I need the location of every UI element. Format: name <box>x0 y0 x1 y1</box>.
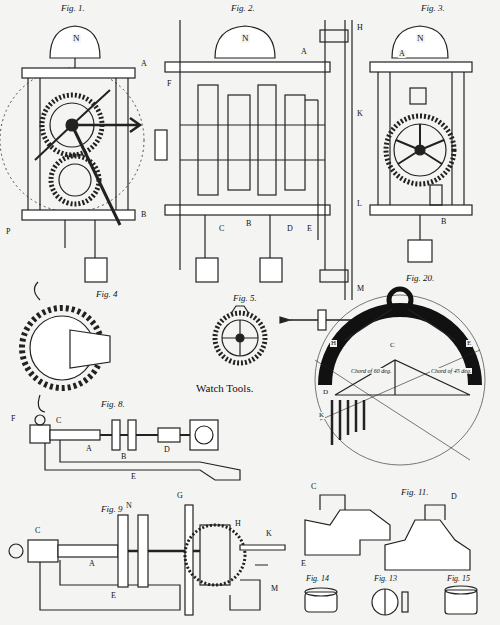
figure-number: Fig. 20. <box>405 274 435 283</box>
figure-number: Fig. 11. <box>400 488 430 497</box>
part-letter: H <box>356 24 364 32</box>
part-letter: B <box>120 453 127 461</box>
figure-number: Fig. 8. <box>100 400 126 409</box>
figure-number: Fig. 5. <box>232 294 258 303</box>
part-letter: C <box>55 417 62 425</box>
part-letter: E <box>110 592 117 600</box>
part-letter: K <box>318 412 325 419</box>
part-letter: B <box>245 220 252 228</box>
part-letter: D <box>450 493 458 501</box>
part-letter: A <box>85 445 93 453</box>
part-letter: E <box>306 225 313 233</box>
part-letter: N <box>241 34 250 43</box>
part-letter: E <box>466 340 472 347</box>
part-letter: C <box>218 225 225 233</box>
figure-number: Fig. 3. <box>420 4 446 13</box>
part-letter: C <box>389 342 396 349</box>
part-letter: D <box>322 389 329 396</box>
figure-number: Fig. 9 <box>100 505 124 514</box>
caption-text: Chord of 60 deg. <box>350 368 392 374</box>
part-letter: C <box>310 483 317 491</box>
part-letter: E <box>130 473 137 481</box>
part-letter: H <box>234 520 242 528</box>
part-letter: A <box>300 48 308 56</box>
part-letter: G <box>176 492 184 500</box>
part-letter: F <box>166 80 172 88</box>
part-letter: A <box>88 560 96 568</box>
figure-number: Fig. 14 <box>305 575 330 583</box>
part-letter: M <box>270 585 279 593</box>
part-letter: K <box>356 110 364 118</box>
part-letter: N <box>72 34 81 43</box>
part-letter: H <box>330 340 337 347</box>
caption-text: Chord of 45 deg. <box>430 368 472 374</box>
part-letter: D <box>286 225 294 233</box>
figure-number: Fig. 1. <box>60 4 86 13</box>
part-letter: A <box>398 50 406 58</box>
part-letter: F <box>10 415 16 423</box>
part-letter: C <box>34 527 41 535</box>
part-letter: E <box>300 560 307 568</box>
part-letter: N <box>416 34 425 43</box>
part-letter: A <box>140 60 148 68</box>
part-letter: P <box>5 228 11 236</box>
part-letter: L <box>356 200 363 208</box>
part-letter: M <box>356 285 365 293</box>
figure-number: Fig. 2. <box>230 4 256 13</box>
part-letter: K <box>265 530 273 538</box>
part-letter: N <box>125 502 133 510</box>
figure-number: Fig. 13 <box>373 575 398 583</box>
part-letter: D <box>163 446 171 454</box>
part-letter: B <box>440 218 447 226</box>
figure-number: Fig. 4 <box>95 290 119 299</box>
figure-number: Fig. 15 <box>446 575 471 583</box>
part-letter: B <box>140 211 147 219</box>
caption-text: Watch Tools. <box>195 383 254 394</box>
